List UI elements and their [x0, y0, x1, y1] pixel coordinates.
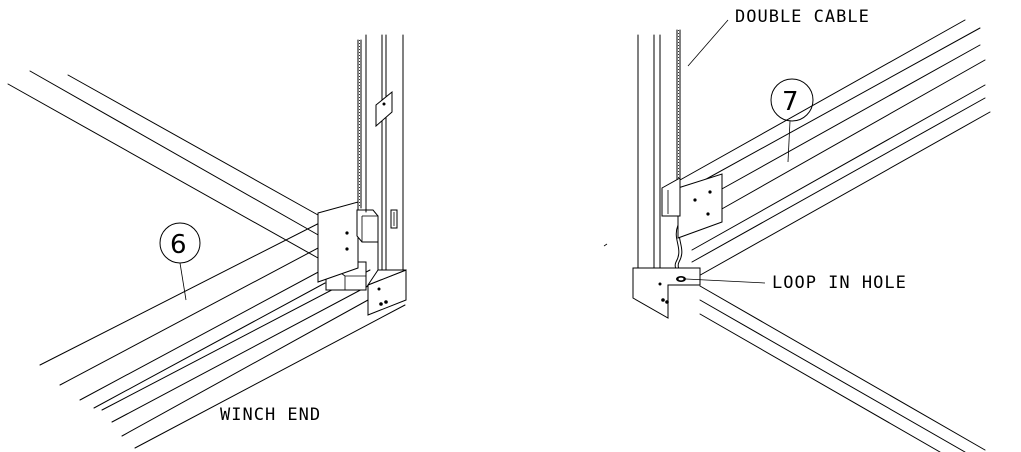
callout-7-number: 7 — [782, 87, 799, 117]
right-vertical-post — [637, 34, 661, 269]
left-vertical-post — [365, 34, 404, 271]
right-corner-block — [632, 267, 701, 319]
right-front-rail — [699, 285, 986, 452]
left-lower-rail — [101, 269, 406, 449]
left-corner-block — [366, 269, 407, 316]
winch-end-label: WINCH END — [220, 405, 321, 425]
left-assembly: 6 WINCH END — [7, 34, 407, 449]
right-upper-rail — [679, 19, 986, 211]
loop-in-hole-callout: LOOP IN HOLE — [685, 273, 907, 293]
left-post-plate — [375, 90, 393, 128]
left-front-rail — [39, 209, 353, 409]
stray-mark — [603, 243, 608, 247]
right-assembly: 7 DOUBLE CABLE LOOP IN HOLE — [603, 7, 991, 452]
callout-7: 7 — [770, 78, 814, 163]
winch-bracket — [356, 209, 379, 243]
left-rail-end-block — [317, 201, 359, 283]
double-cable-callout: DOUBLE CABLE — [687, 7, 870, 67]
right-rail-end-block — [661, 173, 723, 239]
left-cable — [357, 39, 362, 209]
left-back-rail — [7, 70, 321, 259]
right-lower-rail — [691, 84, 991, 279]
callout-6: 6 — [159, 222, 201, 301]
right-cable — [674, 29, 685, 284]
callout-6-number: 6 — [170, 230, 187, 260]
loop-in-hole-label: LOOP IN HOLE — [772, 273, 907, 293]
double-cable-label: DOUBLE CABLE — [735, 7, 870, 27]
